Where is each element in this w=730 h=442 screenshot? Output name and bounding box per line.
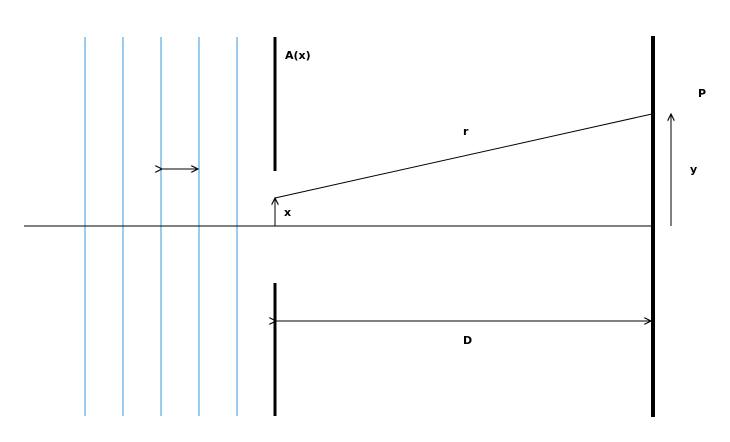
path-line-r [274, 113, 653, 199]
screen-height-label: y [690, 163, 698, 176]
distance-label: D [463, 334, 473, 347]
path-length-label: r [463, 125, 469, 138]
slit-offset-label: x [284, 206, 292, 219]
point-label: P [698, 87, 707, 100]
aperture-label: A(x) [285, 49, 311, 62]
